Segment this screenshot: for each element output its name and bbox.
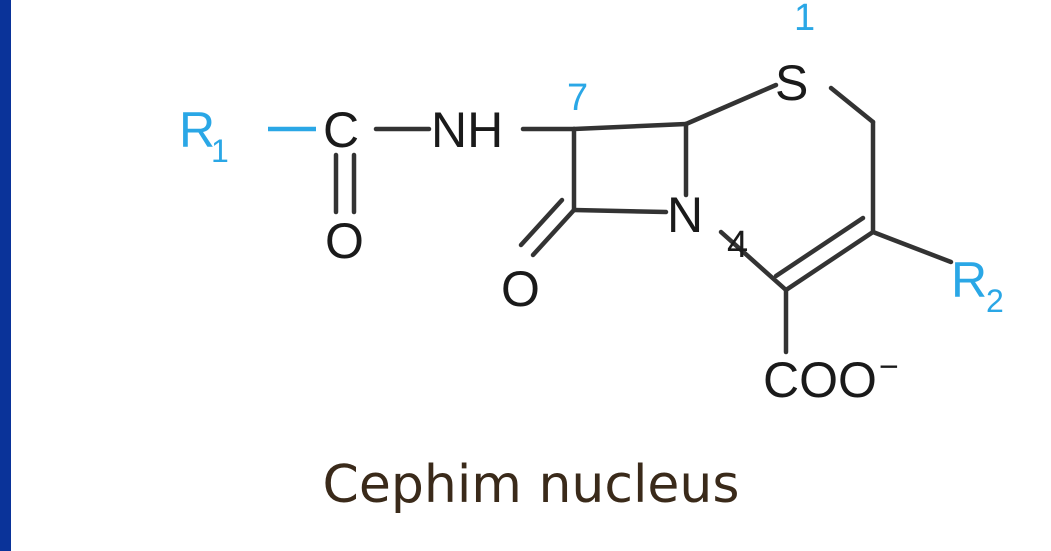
bond-c3-c4-b	[773, 215, 866, 279]
diagram-panel: R 1 C NH O O S N R 2 COO − 1 4 7 Cephim …	[11, 0, 1051, 551]
r1-subscript: 1	[211, 133, 229, 169]
r1-label: R	[179, 102, 215, 158]
bond-c8-o-a	[530, 207, 577, 258]
r2-label: R	[951, 252, 987, 308]
position-7-label: 7	[567, 77, 588, 119]
nitrogen-label: N	[667, 187, 703, 243]
negative-charge: −	[879, 348, 899, 386]
r2-subscript: 2	[986, 283, 1004, 319]
position-4-label: 4	[727, 224, 748, 266]
bond-c8-o-b	[518, 197, 565, 248]
carboxylate-label: COO	[763, 352, 877, 408]
carbonyl-oxygen-label: O	[325, 213, 364, 269]
bond-c3-c4-a	[783, 229, 876, 293]
bond-c6-s	[683, 82, 779, 127]
diagram-caption: Cephim nucleus	[322, 455, 740, 515]
bond-n-c4	[718, 229, 789, 293]
bond-c7-c6	[571, 121, 689, 132]
lactam-oxygen-label: O	[501, 261, 540, 317]
carbon-label: C	[323, 102, 359, 158]
bond-c8-n	[571, 207, 669, 215]
bond-c3-r2	[870, 229, 954, 265]
position-1-label: 1	[794, 0, 815, 39]
sulfur-label: S	[775, 55, 808, 111]
cephem-structure: R 1 C NH O O S N R 2 COO − 1 4 7	[179, 0, 1004, 408]
nh-label: NH	[431, 102, 503, 158]
bond-s-c2	[828, 85, 876, 125]
